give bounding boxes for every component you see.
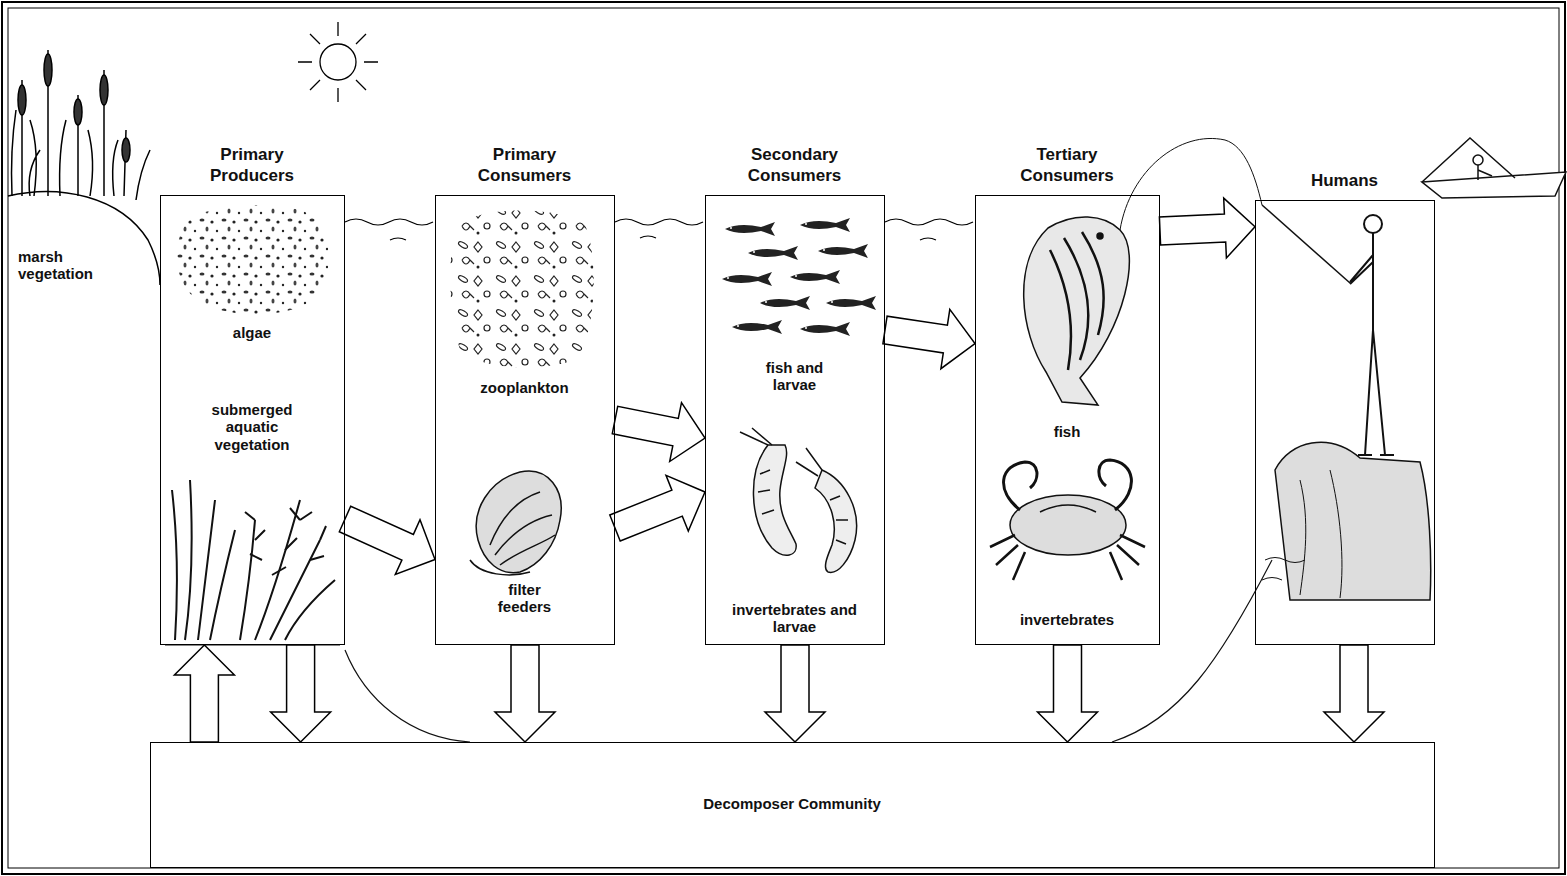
decomposer-box: Decomposer Community [150,742,1435,868]
level-heading: Primary Producers [187,145,317,186]
fish-label: fish and larvae [750,359,840,394]
level-heading: Tertiary Consumers [1002,145,1132,186]
decomposer-label: Decomposer Community [592,795,992,812]
energy-arrow [612,403,705,462]
energy-arrow [174,645,234,742]
energy-arrow [1038,645,1098,742]
energy-arrow [339,506,435,574]
zooplankton [450,211,593,368]
filter-feeder-label: filter feeders [485,581,565,616]
fisherman [1262,205,1431,600]
consumer-box: Secondary Consumersfish and larvaeinvert… [705,195,885,645]
crab [990,460,1145,580]
energy-arrow [1324,645,1384,742]
invertebrate-label: invertebrates and larvae [730,601,860,636]
energy-arrow [883,309,975,368]
level-heading: Primary Consumers [460,145,590,186]
boat [1422,138,1566,198]
rockfish [1024,217,1130,405]
level-heading: Secondary Consumers [730,145,860,186]
consumer-box: Primary Consumerszooplanktonfilter feede… [435,195,615,645]
shrimp [740,428,857,572]
fish-label: fish [1037,423,1097,440]
sun [298,22,378,102]
fish-school [722,218,876,336]
algae [177,205,329,314]
energy-arrow [610,475,705,541]
humans-box: Humans [1255,200,1435,645]
zooplankton-label: zooplankton [465,379,585,396]
vegetation-label: submerged aquatic vegetation [197,401,307,453]
producer-box: Primary Producersalgaesubmerged aquatic … [160,195,345,645]
energy-arrow [1159,198,1255,258]
level-heading: Humans [1280,171,1410,191]
marsh [8,50,160,285]
energy-arrow [765,645,825,742]
invertebrate-label: invertebrates [1002,611,1132,628]
oyster [470,471,561,575]
shoreline [345,560,1272,742]
consumer-box: Tertiary Consumersfishinvertebrates [975,195,1160,645]
energy-arrow [271,645,331,742]
marsh-label: marsh vegetation [18,248,118,283]
submerged-vegetation [165,480,340,645]
algae-label: algae [207,324,297,341]
energy-arrow [495,645,555,742]
